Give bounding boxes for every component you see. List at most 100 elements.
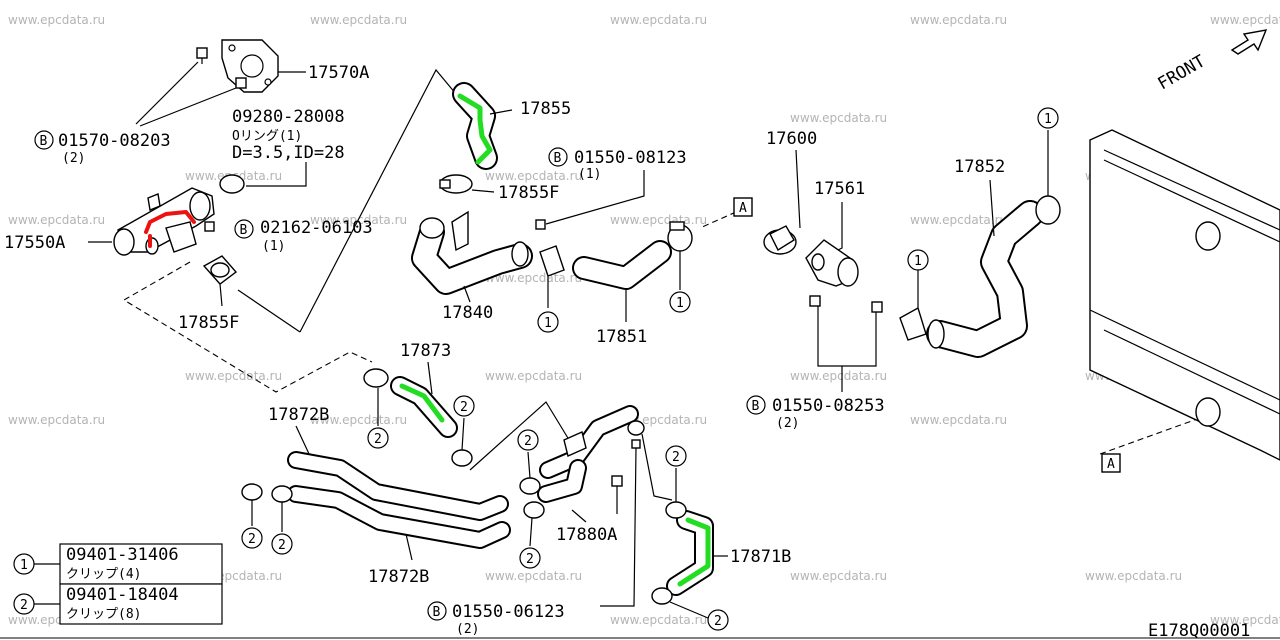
clip-icon bbox=[451, 449, 473, 467]
clip-tab bbox=[669, 221, 685, 231]
marker-1: 1 bbox=[1044, 112, 1052, 127]
ref-a: A bbox=[1107, 457, 1115, 472]
diagram-code: E178Q00001 bbox=[1148, 621, 1250, 640]
hose-end bbox=[927, 319, 945, 349]
leader-line bbox=[299, 68, 457, 333]
marker-2-badge bbox=[665, 445, 687, 467]
leader-line bbox=[219, 283, 223, 307]
bolt-01550-08123: 01550-08123 bbox=[574, 148, 687, 168]
leader-line bbox=[600, 447, 637, 607]
watermark: www.epcdata.ru bbox=[310, 413, 407, 427]
leader-line bbox=[795, 149, 801, 229]
ref-a-box bbox=[1101, 453, 1121, 473]
marker-2: 2 bbox=[526, 552, 534, 567]
oring-dims: D=3.5,ID=28 bbox=[232, 143, 345, 163]
leader-17855-group bbox=[237, 68, 457, 333]
oring-desc: Оリング(1) bbox=[232, 129, 302, 144]
bolt-symbol-badge bbox=[34, 130, 54, 150]
ref-a-box bbox=[733, 197, 753, 217]
radiator-body bbox=[1089, 129, 1280, 461]
bolt-symbol-badge bbox=[548, 147, 568, 167]
hose-fill bbox=[289, 453, 507, 519]
bolt-icon bbox=[204, 221, 215, 232]
gasket-hole bbox=[228, 44, 236, 52]
housing-inlet bbox=[189, 191, 211, 221]
part-17872B-bottom: 17872B bbox=[368, 567, 429, 587]
bolt-symbol-badge bbox=[234, 219, 254, 239]
front-arrow: FRONT bbox=[1155, 29, 1268, 94]
clip-icon bbox=[899, 306, 927, 341]
radiator-fin bbox=[1089, 309, 1280, 401]
part-17570A: 17570A bbox=[308, 63, 369, 83]
radiator-fin bbox=[1103, 149, 1280, 231]
cover-hole bbox=[811, 253, 825, 271]
marker-2: 2 bbox=[460, 400, 468, 415]
hose-17852: 17852 1 bbox=[926, 107, 1061, 358]
pipe-fill bbox=[413, 221, 531, 293]
legend-desc: クリップ(8) bbox=[66, 607, 141, 622]
leader-line bbox=[246, 162, 307, 187]
watermark: www.epcdata.ru bbox=[185, 369, 282, 383]
hose-17871B: 17871B 2 2 bbox=[641, 433, 791, 631]
marker-2: 2 bbox=[714, 614, 722, 629]
bolt-symbol: B bbox=[40, 134, 48, 149]
clip-icon bbox=[665, 501, 687, 519]
pipe-fill bbox=[539, 461, 585, 501]
bolt-qty: (1) bbox=[578, 167, 601, 182]
leader-line bbox=[139, 87, 237, 127]
cover-outlet bbox=[837, 257, 859, 287]
legend-number: 09401-18404 bbox=[66, 585, 179, 605]
pipe-end bbox=[511, 241, 529, 267]
group-thermostat: 17600 17561 B 01550-08253 (2) 1 bbox=[746, 129, 929, 431]
clip-tab bbox=[439, 179, 451, 189]
bolt-01570-08203: 01570-08203 bbox=[58, 131, 171, 151]
marker-2-badge bbox=[707, 609, 729, 631]
leader-line bbox=[529, 517, 533, 547]
clip-icon bbox=[539, 245, 565, 277]
clip-icon bbox=[241, 483, 263, 501]
bolt-qty: (2) bbox=[456, 622, 479, 637]
marker-2-badge bbox=[241, 527, 263, 549]
highlight-green bbox=[399, 383, 445, 423]
bolt-qty: (1) bbox=[262, 239, 285, 254]
part-17872B-top: 17872B bbox=[268, 405, 329, 425]
leader-line bbox=[817, 306, 877, 367]
pipe-bracket bbox=[563, 431, 587, 457]
watermark: www.epcdata.ru bbox=[485, 169, 582, 183]
gasket-hole bbox=[264, 78, 272, 86]
highlight-green bbox=[457, 93, 493, 165]
bolt-01550-08253: 01550-08253 bbox=[772, 396, 885, 416]
watermark: www.epcdata.ru bbox=[910, 413, 1007, 427]
marker-1: 1 bbox=[544, 316, 552, 331]
marker-2-badge bbox=[453, 395, 475, 417]
watermark: www.epcdata.ru bbox=[610, 213, 707, 227]
housing-outlet bbox=[113, 228, 135, 256]
marker-2-badge bbox=[519, 547, 541, 569]
marker-2: 2 bbox=[278, 538, 286, 553]
hose-17873: 17873 2 2 bbox=[363, 341, 575, 471]
watermark: www.epcdata.ru bbox=[8, 213, 105, 227]
part-17550A: 17550A bbox=[4, 233, 65, 253]
dashed-guide bbox=[122, 261, 373, 393]
hose-17851: 17851 1 A bbox=[572, 197, 753, 347]
leader-line bbox=[427, 361, 433, 395]
part-17880A: 17880A bbox=[556, 525, 617, 545]
thermostat-valve bbox=[769, 225, 795, 252]
bolt-icon bbox=[871, 301, 883, 313]
watermark: www.epcdata.ru bbox=[790, 369, 887, 383]
marker-2: 2 bbox=[672, 450, 680, 465]
leader-line bbox=[989, 179, 995, 237]
hose-fill bbox=[574, 242, 670, 288]
clip-icon bbox=[1035, 195, 1061, 225]
leader-line bbox=[471, 189, 495, 193]
oring-number: 09280-28008 bbox=[232, 107, 345, 127]
watermark: www.epcdata.ru bbox=[485, 369, 582, 383]
legend-desc: クリップ(4) bbox=[66, 567, 141, 582]
marker-2: 2 bbox=[248, 532, 256, 547]
watermark: www.epcdata.ru bbox=[485, 569, 582, 583]
clip-icon bbox=[651, 587, 673, 605]
part-17871B: 17871B bbox=[730, 547, 791, 567]
radiator-inlet bbox=[1195, 221, 1221, 251]
arrow-icon bbox=[1230, 29, 1268, 55]
